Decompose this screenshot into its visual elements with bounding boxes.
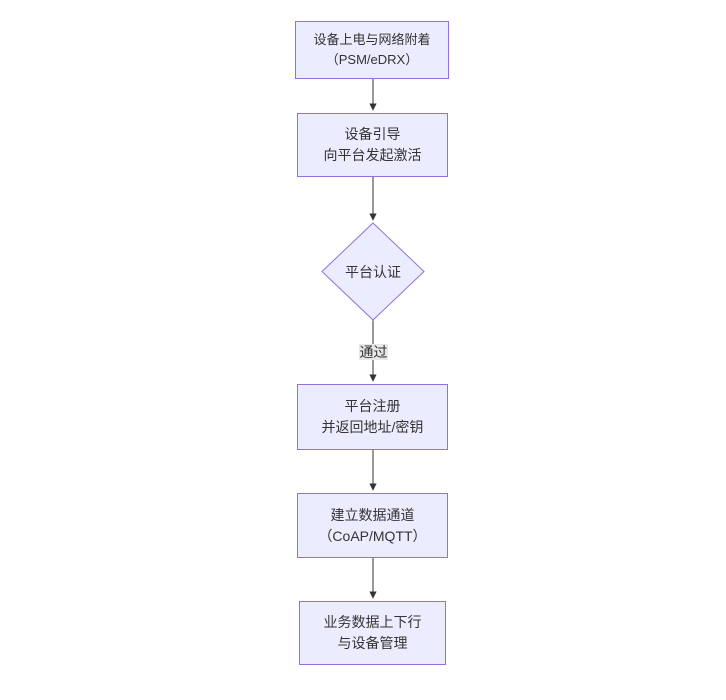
flowchart-node-data-channel: 建立数据通道 （CoAP/MQTT） [297, 493, 448, 558]
node-label-line: 平台注册 [344, 398, 401, 414]
flowchart-node-bootstrap: 设备引导 向平台发起激活 [297, 113, 448, 177]
node-label-line: 设备引导 [344, 126, 401, 142]
node-label-line: 设备上电与网络附着 [313, 32, 431, 47]
node-label-line: 平台认证 [345, 263, 401, 280]
node-label-line: 业务数据上下行 [323, 614, 422, 630]
node-label-line: 建立数据通道 [330, 506, 415, 523]
flowchart-node-business-data: 业务数据上下行 与设备管理 [299, 601, 446, 665]
flowchart-node-platform-register: 平台注册 并返回地址/密钥 [297, 384, 448, 450]
node-label-line: （PSM/eDRX） [325, 52, 419, 67]
node-label-line: 与设备管理 [337, 635, 408, 651]
node-label-line: 并返回地址/密钥 [321, 419, 424, 435]
node-label-line: 向平台发起激活 [323, 147, 422, 163]
flowchart-node-power-attach: 设备上电与网络附着 （PSM/eDRX） [295, 21, 449, 79]
node-label-line: （CoAP/MQTT） [318, 527, 427, 544]
flowchart-node-platform-auth: 平台认证 [323, 224, 423, 319]
edge-label-pass: 通过 [359, 344, 388, 360]
